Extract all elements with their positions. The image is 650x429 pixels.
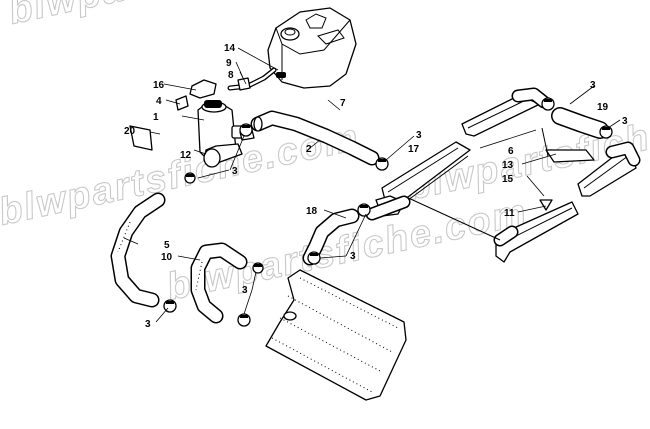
hose-18 <box>302 208 360 266</box>
engine-panel <box>265 269 407 401</box>
upper-right-exchangers <box>461 87 641 211</box>
callout-17: 17 <box>408 144 420 155</box>
callout-13: 13 <box>502 160 514 171</box>
callout-3f: 3 <box>242 285 248 296</box>
callout-3a: 3 <box>232 166 238 177</box>
leader-lines <box>123 47 621 323</box>
callout-19: 19 <box>597 102 609 113</box>
heat-exchanger-11 <box>493 201 579 263</box>
callout-3g: 3 <box>145 319 151 330</box>
callout-5: 5 <box>164 240 170 251</box>
callout-1: 1 <box>153 112 159 123</box>
callout-10: 10 <box>161 252 173 263</box>
callout-3e: 3 <box>350 251 356 262</box>
tank <box>267 7 357 89</box>
callout-7: 7 <box>340 98 346 109</box>
callout-labels: 1 2 3 3 3 3 3 3 3 7 4 5 6 8 9 10 11 12 1… <box>124 43 628 330</box>
callout-15: 15 <box>502 174 514 185</box>
callout-8: 8 <box>228 70 234 81</box>
heat-exchanger-17 <box>365 141 471 221</box>
callout-9: 9 <box>226 58 232 69</box>
hose-10 <box>190 242 248 324</box>
vent-hose <box>227 67 286 91</box>
callout-3b: 3 <box>416 130 422 141</box>
callout-11: 11 <box>504 208 515 219</box>
hose-5 <box>110 192 166 308</box>
callout-20: 20 <box>124 126 136 137</box>
callout-4: 4 <box>156 96 162 107</box>
callout-2: 2 <box>306 144 312 155</box>
callout-12: 12 <box>180 150 192 161</box>
callout-3d: 3 <box>622 116 628 127</box>
callout-18: 18 <box>306 206 318 217</box>
callout-3c: 3 <box>590 80 596 91</box>
callout-14: 14 <box>224 43 236 54</box>
callout-16: 16 <box>153 80 165 91</box>
callout-6: 6 <box>508 146 514 157</box>
hose-2 <box>250 110 380 166</box>
clamps <box>163 97 613 327</box>
